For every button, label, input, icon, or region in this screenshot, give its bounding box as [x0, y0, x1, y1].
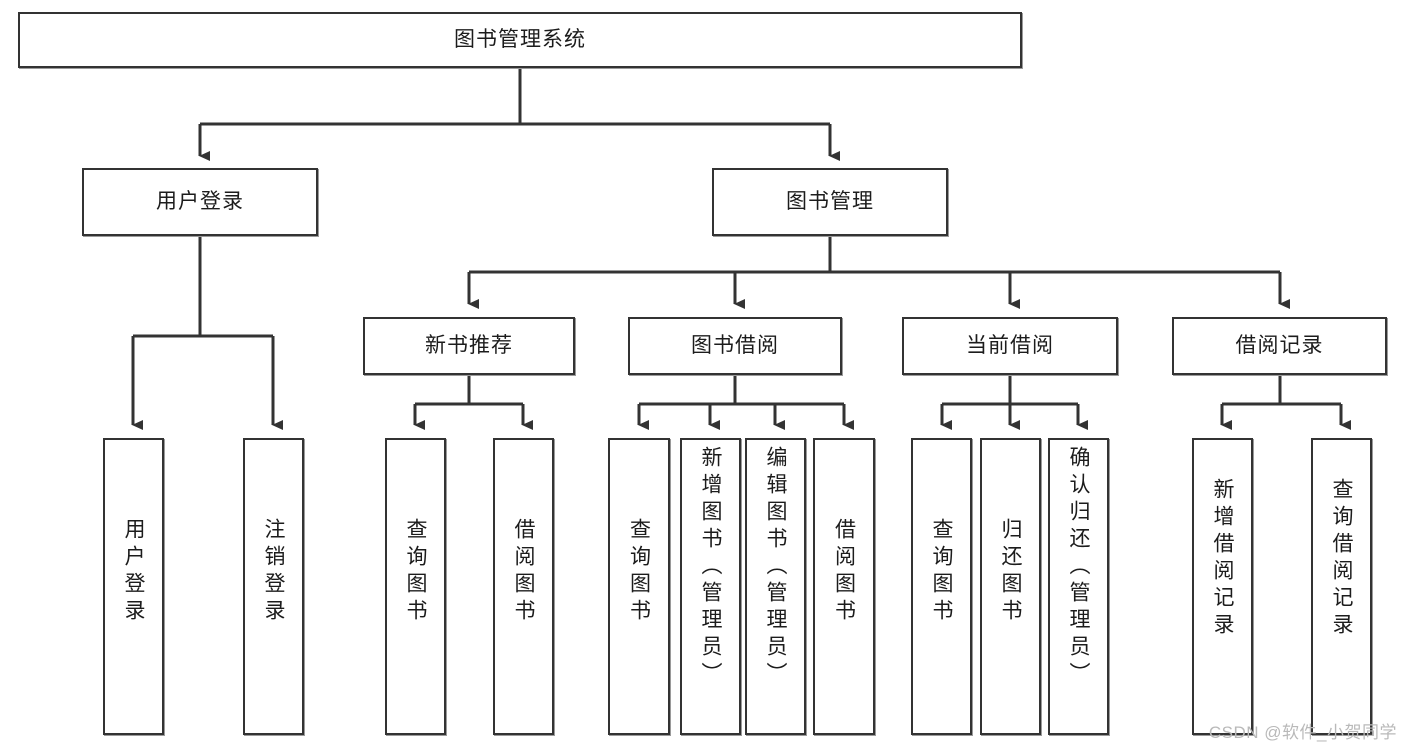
- leaf-add-book[interactable]: 新增图书（管理员）: [680, 438, 741, 735]
- node-book-management[interactable]: 图书管理: [712, 168, 948, 236]
- leaf-return-book-label: 归还图书: [999, 518, 1022, 626]
- leaf-query-record[interactable]: 查询借阅记录: [1311, 438, 1372, 735]
- node-current-borrow[interactable]: 当前借阅: [902, 317, 1118, 375]
- leaf-query-book-1[interactable]: 查询图书: [385, 438, 446, 735]
- node-current-borrow-label: 当前借阅: [966, 333, 1054, 357]
- leaf-edit-book[interactable]: 编辑图书（管理员）: [745, 438, 806, 735]
- leaf-query-book-2[interactable]: 查询图书: [608, 438, 670, 735]
- node-new-book-recommend-label: 新书推荐: [425, 333, 513, 357]
- node-user-login-label: 用户登录: [156, 189, 244, 213]
- leaf-query-book-3-label: 查询图书: [930, 518, 953, 626]
- leaf-query-book-3[interactable]: 查询图书: [911, 438, 972, 735]
- leaf-borrow-book-1-label: 借阅图书: [512, 518, 535, 626]
- node-root[interactable]: 图书管理系统: [18, 12, 1022, 68]
- leaf-add-record[interactable]: 新增借阅记录: [1192, 438, 1253, 735]
- node-new-book-recommend[interactable]: 新书推荐: [363, 317, 575, 375]
- leaf-logout-login-label: 注销登录: [262, 518, 285, 626]
- node-book-management-label: 图书管理: [786, 189, 874, 213]
- watermark-text: CSDN @软件_小贺同学: [1208, 723, 1397, 742]
- node-borrow-record[interactable]: 借阅记录: [1172, 317, 1387, 375]
- node-user-login[interactable]: 用户登录: [82, 168, 318, 236]
- leaf-query-book-1-label: 查询图书: [404, 518, 427, 626]
- node-book-borrow-label: 图书借阅: [691, 333, 779, 357]
- node-borrow-record-label: 借阅记录: [1235, 333, 1324, 357]
- leaf-user-login[interactable]: 用户登录: [103, 438, 164, 735]
- leaf-query-book-2-label: 查询图书: [627, 518, 651, 626]
- leaf-borrow-book-1[interactable]: 借阅图书: [493, 438, 554, 735]
- node-root-label: 图书管理系统: [454, 27, 586, 51]
- leaf-borrow-book-2[interactable]: 借阅图书: [813, 438, 875, 735]
- leaf-logout-login[interactable]: 注销登录: [243, 438, 304, 735]
- leaf-return-book[interactable]: 归还图书: [980, 438, 1041, 735]
- leaf-confirm-return[interactable]: 确认归还（管理员）: [1048, 438, 1109, 735]
- node-book-borrow[interactable]: 图书借阅: [628, 317, 842, 375]
- leaf-add-book-label: 新增图书（管理员）: [699, 446, 722, 689]
- leaf-add-record-label: 新增借阅记录: [1211, 478, 1234, 640]
- leaf-edit-book-label: 编辑图书（管理员）: [764, 446, 787, 689]
- leaf-query-record-label: 查询借阅记录: [1330, 478, 1353, 640]
- leaf-borrow-book-2-label: 借阅图书: [832, 518, 856, 626]
- leaf-user-login-label: 用户登录: [122, 518, 145, 626]
- leaf-confirm-return-label: 确认归还（管理员）: [1067, 446, 1090, 689]
